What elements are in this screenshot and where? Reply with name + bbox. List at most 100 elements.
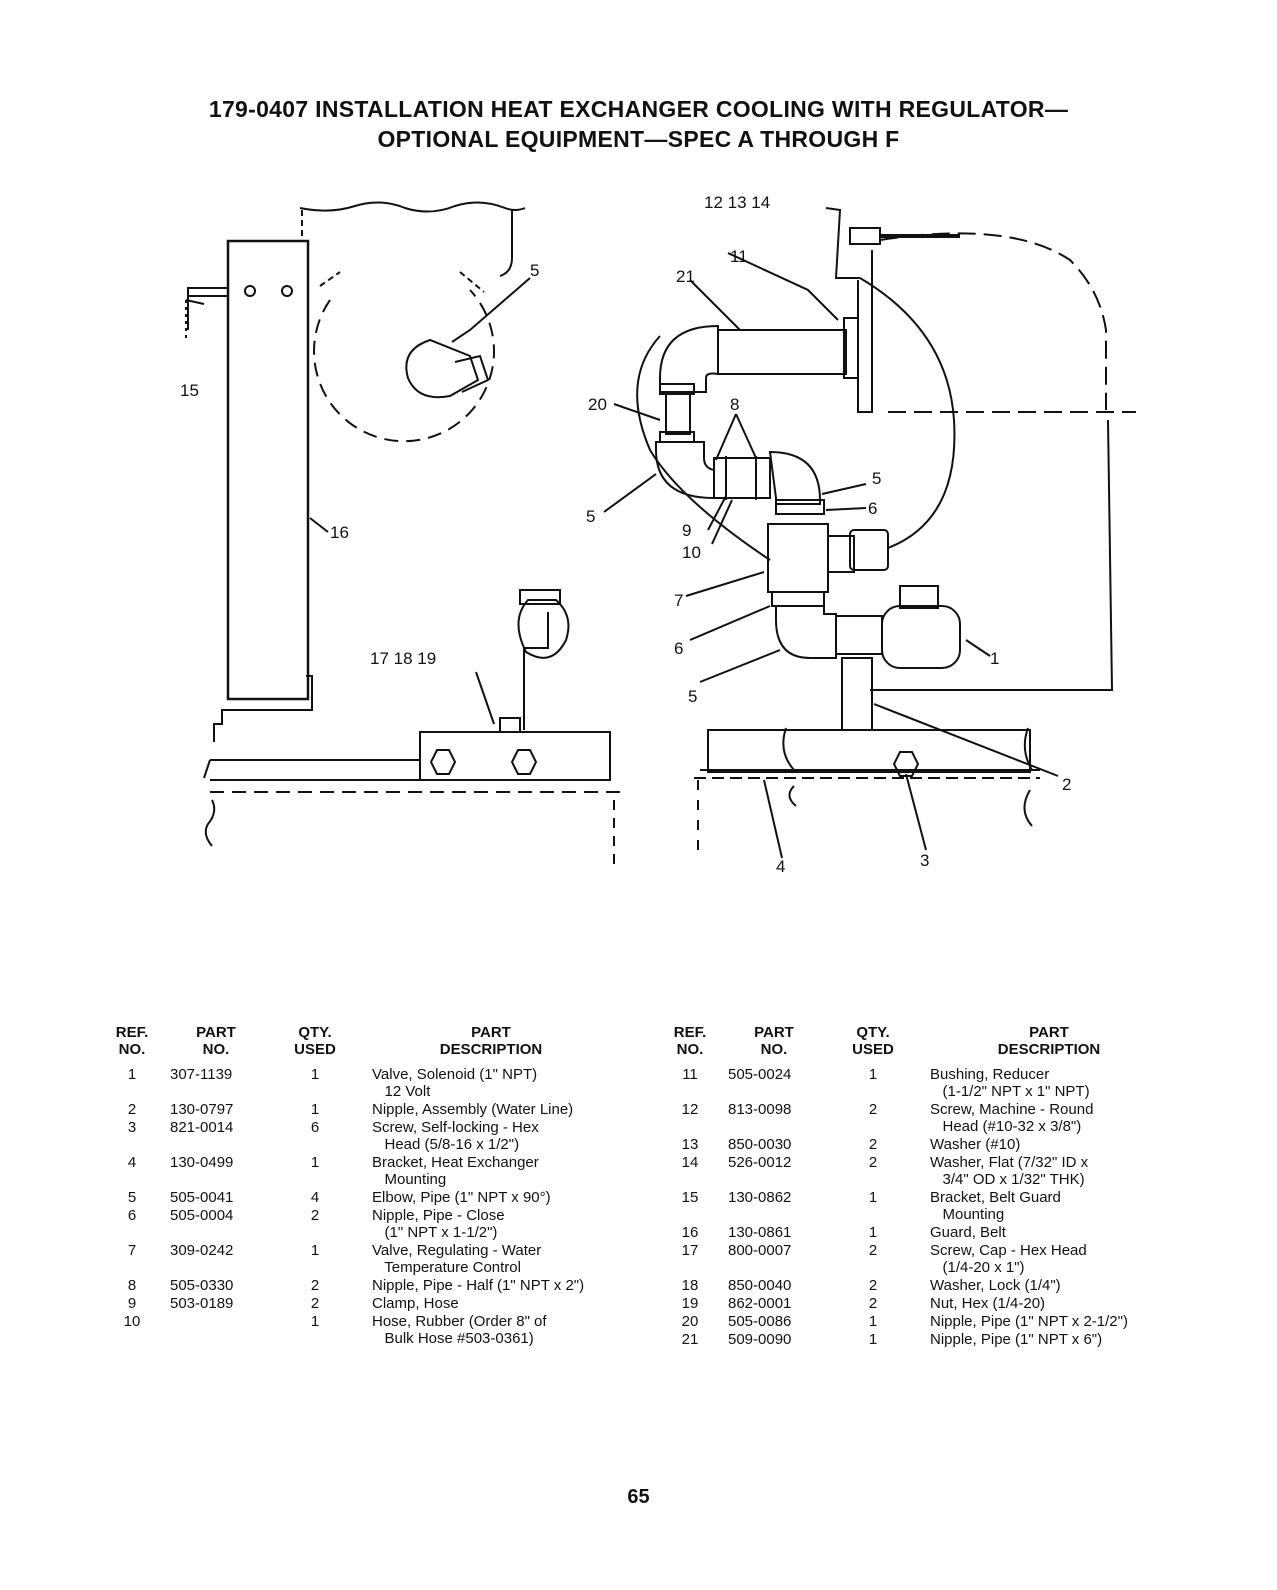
part-no: 130-0862 [728,1189,792,1206]
hose-section [713,457,771,499]
header-ref-no: REF. NO. [115,1024,149,1058]
part-no: 509-0090 [728,1331,792,1348]
qty-used: 6 [310,1119,320,1136]
header-part-no: PART NO. [754,1024,794,1058]
part-description: Screw, Self-locking - Hex Head (5/8-16 x… [372,1119,539,1153]
qty-used: 1 [310,1066,320,1083]
part-description: Clamp, Hose [372,1295,459,1312]
nipple-21 [717,329,847,375]
qty-used: 1 [868,1224,878,1241]
part-description: Screw, Machine - Round Head (#10-32 x 3/… [930,1101,1094,1135]
part-description: Guard, Belt [930,1224,1006,1241]
ref-no: 9 [127,1295,137,1312]
ref-no: 14 [681,1154,699,1171]
qty-used: 1 [868,1189,878,1206]
qty-used: 1 [868,1313,878,1330]
callout-6-upper: 6 [868,499,877,518]
part-description: Nipple, Pipe (1" NPT x 2-1/2") [930,1313,1128,1330]
ref-no: 8 [127,1277,137,1294]
belt-housing-top [299,201,526,213]
mount-bracket-right [707,729,1031,773]
elbow-right [768,450,821,505]
callout-10: 10 [682,543,701,562]
ref-no: 20 [681,1313,699,1330]
page-title-line-1: 179-0407 INSTALLATION HEAT EXCHANGER COO… [208,96,1069,122]
part-no: 862-0001 [728,1295,792,1312]
part-no: 130-0797 [170,1101,234,1118]
qty-used: 1 [310,1101,320,1118]
part-description: Bracket, Belt Guard Mounting [930,1189,1061,1223]
callout-20: 20 [588,395,607,414]
callout-4: 4 [776,857,785,876]
header-qty-used: QTY. USED [852,1024,894,1058]
page-title-line-2: OPTIONAL EQUIPMENT—SPEC A THROUGH F [377,126,900,152]
part-description: Nut, Hex (1/4-20) [930,1295,1046,1312]
callout-21: 21 [676,267,695,286]
qty-used: 2 [868,1154,878,1171]
qty-used: 2 [868,1295,878,1312]
part-no: 309-0242 [170,1242,234,1259]
mount-bracket-left [419,731,611,781]
callout-5-left: 5 [586,507,595,526]
ref-no: 4 [127,1154,137,1171]
ref-no: 12 [681,1101,699,1118]
part-no: 526-0012 [728,1154,792,1171]
mount-stud [849,227,881,245]
part-description: Screw, Cap - Hex Head (1/4-20 x 1") [930,1242,1087,1276]
part-no: 850-0040 [728,1277,792,1294]
qty-used: 1 [310,1154,320,1171]
ref-no: 7 [127,1242,137,1259]
callout-5-middle: 5 [872,469,881,488]
base-rail-left [203,759,420,781]
qty-used: 1 [868,1066,878,1083]
qty-used: 4 [310,1189,320,1206]
part-no: 130-0861 [728,1224,792,1241]
callout-15: 15 [180,381,199,400]
ref-no: 11 [682,1066,698,1083]
callout-11: 11 [730,247,748,266]
header-ref-no: REF. NO. [673,1024,707,1058]
header-qty-used: QTY. USED [294,1024,336,1058]
qty-used: 2 [868,1101,878,1118]
page-number: 65 [627,1486,650,1508]
ref-no: 17 [681,1242,699,1259]
parts-table-left: REF. NO. PART NO. QTY. USED PART DESCRIP… [112,1024,632,1348]
ref-no: 1 [127,1066,137,1083]
part-no: 505-0041 [170,1189,234,1206]
parts-table-header: REF. NO. PART NO. QTY. USED PART DESCRIP… [670,1024,1190,1066]
diagram-callouts: 1 2 3 4 5 5 5 5 6 6 7 8 9 10 11 12 13 14… [180,193,1071,876]
callout-16: 16 [330,523,349,542]
parts-table-header: REF. NO. PART NO. QTY. USED PART DESCRIP… [112,1024,632,1066]
part-no: 850-0030 [728,1136,792,1153]
callout-12-13-14: 12 13 14 [704,193,770,212]
callout-5-upper: 5 [530,261,539,280]
part-description: Elbow, Pipe (1" NPT x 90°) [372,1189,551,1206]
part-no: 503-0189 [170,1295,234,1312]
callout-2: 2 [1062,775,1071,794]
part-no: 800-0007 [728,1242,792,1259]
part-no [152,1313,280,1348]
bracket-15-shape [187,287,228,330]
callout-3: 3 [920,851,929,870]
part-description: Nipple, Assembly (Water Line) [372,1101,574,1118]
callout-17-18-19: 17 18 19 [370,649,436,668]
installation-diagram: 1 2 3 4 5 5 5 5 6 6 7 8 9 10 11 12 13 14… [180,193,1136,876]
header-part-description: PART DESCRIPTION [997,1024,1101,1058]
bushing-11 [843,317,859,379]
part-description: Washer (#10) [930,1136,1021,1153]
ref-no: 21 [681,1331,699,1348]
callout-1: 1 [990,649,999,668]
regulating-valve [767,523,829,593]
ref-no: 13 [681,1136,699,1153]
